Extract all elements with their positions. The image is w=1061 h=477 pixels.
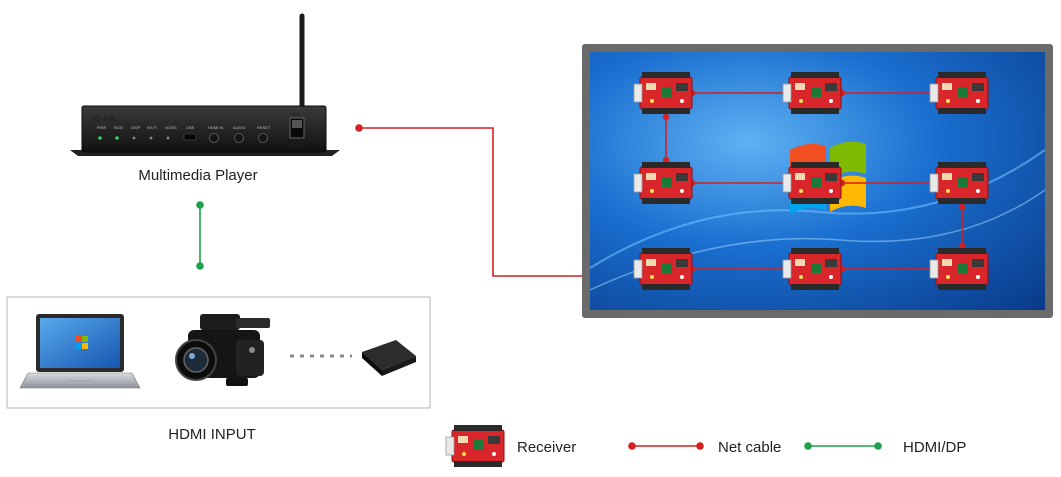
media-box-icon <box>362 340 416 376</box>
led-label-disp: DISP <box>131 125 141 130</box>
receiver-card-icon <box>633 71 693 115</box>
led-label-4g: 4G/5G <box>165 125 177 130</box>
audio-port-icon <box>234 133 244 143</box>
hdmi-input-label: HDMI INPUT <box>168 426 256 443</box>
player-model: HD-A4L <box>91 116 117 123</box>
legend-net-cable-label: Net cable <box>718 439 781 456</box>
led-icon <box>115 136 119 140</box>
legend-hdmi-icon <box>804 442 882 450</box>
camcorder-icon <box>175 314 270 386</box>
hdmi-port-icon <box>209 133 219 143</box>
usb-port-icon <box>183 133 197 141</box>
led-icon <box>132 136 136 140</box>
receiver-card-icon <box>782 161 842 205</box>
switch-off-label: OFF <box>291 143 300 148</box>
port-label-audio: AUDIO <box>233 125 246 130</box>
port-label-hdmi-in: HDMI IN <box>208 125 223 130</box>
receiver-card-icon <box>782 247 842 291</box>
player-label: Multimedia Player <box>138 167 257 184</box>
led-icon <box>166 136 170 140</box>
port-label-reset: RESET <box>257 125 271 130</box>
receiver-card-icon <box>929 247 989 291</box>
led-icon <box>98 136 102 140</box>
receiver-card-icon <box>929 71 989 115</box>
port-label-usb: USB <box>186 125 195 130</box>
legend-receiver-label: Receiver <box>517 439 576 456</box>
legend-hdmi-label: HDMI/DP <box>903 439 966 456</box>
led-icon <box>149 136 153 140</box>
receiver-card-icon <box>782 71 842 115</box>
laptop-icon <box>19 314 141 389</box>
receiver-card-icon <box>633 247 693 291</box>
legend-receiver-icon <box>445 424 505 468</box>
hdmi-cable <box>196 201 204 270</box>
led-label-pwr: PWR <box>97 125 106 130</box>
switch-on-label: ON <box>292 111 299 116</box>
multimedia-player: HD-A4L PWR RUN DISP WI-FI 4G/5G USB HDMI… <box>70 13 340 156</box>
legend: Receiver Net cable HDMI/DP <box>445 424 966 468</box>
led-label-wifi: WI-FI <box>147 125 157 130</box>
led-label-run: RUN <box>114 125 123 130</box>
receiver-card-icon <box>929 161 989 205</box>
receiver-card-icon <box>633 161 693 205</box>
reset-button-icon <box>258 133 268 143</box>
legend-net-cable-icon <box>628 442 704 450</box>
